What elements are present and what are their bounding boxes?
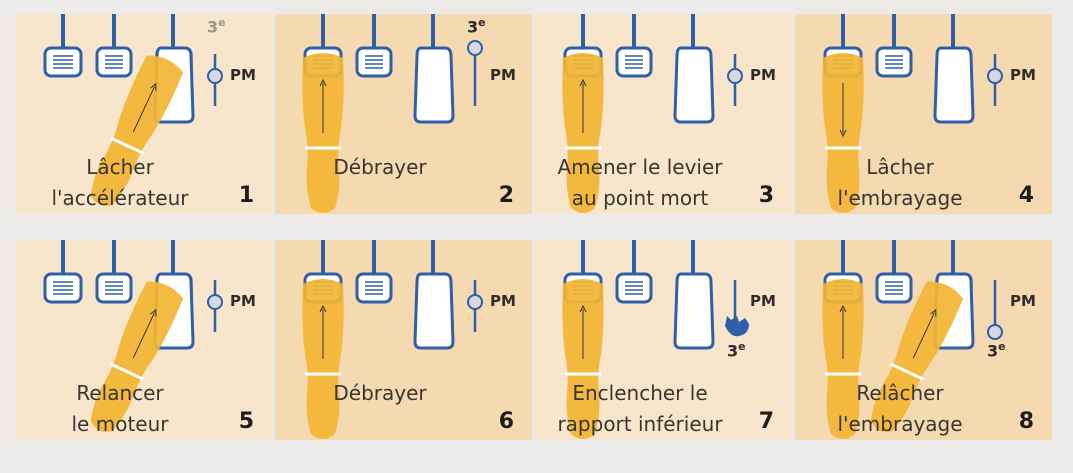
caption-line-1: Lâcher (866, 155, 934, 179)
caption-line-1: Enclencher le (572, 381, 708, 405)
foot-icon (822, 279, 864, 439)
caption-line-2: l'embrayage (837, 186, 963, 210)
pedal-diagram (562, 14, 743, 213)
caption-line-2: l'embrayage (837, 412, 963, 436)
caption-line-2: au point mort (571, 186, 709, 210)
neutral-label: PM (230, 66, 256, 84)
accelerator-pedal-icon (413, 272, 455, 350)
step-caption: Lâcher l'embrayage (795, 152, 1005, 214)
foot-icon (90, 281, 184, 432)
step-caption: Lâcher l'accélérateur (15, 152, 225, 214)
neutral-label: PM (750, 292, 776, 310)
caption-line-1: Débrayer (333, 155, 427, 179)
foot-icon (562, 279, 604, 439)
brake-pedal-icon (875, 46, 913, 78)
gear-label: 3e (467, 16, 486, 37)
accelerator-pedal-icon (673, 46, 715, 124)
brake-pedal-icon (95, 46, 133, 78)
brake-pedal-icon (615, 46, 653, 78)
hand-icon (725, 316, 749, 337)
foot-icon (822, 53, 864, 213)
gear-label: 3e (727, 340, 746, 361)
gear-label: 3e (987, 340, 1006, 361)
pedal-diagram (822, 240, 1003, 439)
pedal-diagram (562, 240, 749, 439)
accelerator-pedal-icon (933, 46, 975, 124)
brake-pedal-icon (95, 272, 133, 304)
foot-icon (562, 53, 604, 213)
step-caption: Débrayer (275, 152, 485, 183)
caption-line-1: Relâcher (856, 381, 944, 405)
gear-label: 3e (207, 16, 226, 37)
step-number: 6 (498, 409, 514, 434)
step-panel-6: PM Débrayer 6 (275, 240, 532, 440)
step-panel-5: PM Relancer le moteur 5 (15, 240, 272, 440)
step-caption: Débrayer (275, 378, 485, 409)
step-caption: Enclencher le rapport inférieur (535, 378, 745, 440)
step-number: 3 (758, 183, 774, 208)
gear-knob-icon (727, 68, 743, 84)
neutral-label: PM (750, 66, 776, 84)
step-number: 4 (1018, 183, 1034, 208)
foot-icon (870, 281, 964, 432)
accelerator-pedal-icon (673, 272, 715, 350)
step-number: 1 (238, 183, 254, 208)
step-number: 7 (758, 409, 774, 434)
gear-knob-icon (467, 40, 483, 56)
brake-pedal-icon (615, 272, 653, 304)
neutral-label: PM (490, 292, 516, 310)
step-caption: Relâcher l'embrayage (795, 378, 1005, 440)
clutch-pedal-icon (43, 46, 83, 78)
pedal-diagram (43, 240, 223, 432)
neutral-label: PM (1010, 66, 1036, 84)
step-number: 5 (238, 409, 254, 434)
caption-line-1: Débrayer (333, 381, 427, 405)
gear-knob-icon (207, 68, 223, 84)
caption-line-2: rapport inférieur (557, 412, 723, 436)
accelerator-pedal-icon (413, 46, 455, 124)
brake-pedal-icon (355, 46, 393, 78)
step-panel-3: PM Amener le levier au point mort 3 (535, 14, 792, 214)
step-caption: Relancer le moteur (15, 378, 225, 440)
pedal-diagram (302, 14, 483, 213)
neutral-label: PM (230, 292, 256, 310)
step-caption: Amener le levier au point mort (535, 152, 745, 214)
caption-line-2: le moteur (71, 412, 169, 436)
pedal-diagram (302, 240, 483, 439)
brake-pedal-icon (875, 272, 913, 304)
gear-knob-icon (467, 294, 483, 310)
foot-icon (90, 55, 184, 206)
caption-line-1: Lâcher (86, 155, 154, 179)
caption-line-1: Amener le levier (557, 155, 723, 179)
foot-icon (302, 53, 344, 213)
pedal-diagram (822, 14, 1003, 213)
pedal-diagram (43, 14, 223, 206)
step-number: 8 (1018, 409, 1034, 434)
caption-line-2: l'accélérateur (51, 186, 189, 210)
step-number: 2 (498, 183, 514, 208)
neutral-label: PM (1010, 292, 1036, 310)
gear-knob-icon (207, 294, 223, 310)
gear-knob-icon (987, 68, 1003, 84)
step-panel-4: PM Lâcher l'embrayage 4 (795, 14, 1052, 214)
clutch-pedal-icon (43, 272, 83, 304)
neutral-label: PM (490, 66, 516, 84)
caption-line-1: Relancer (76, 381, 164, 405)
foot-icon (302, 279, 344, 439)
gear-knob-icon (987, 324, 1003, 340)
brake-pedal-icon (355, 272, 393, 304)
